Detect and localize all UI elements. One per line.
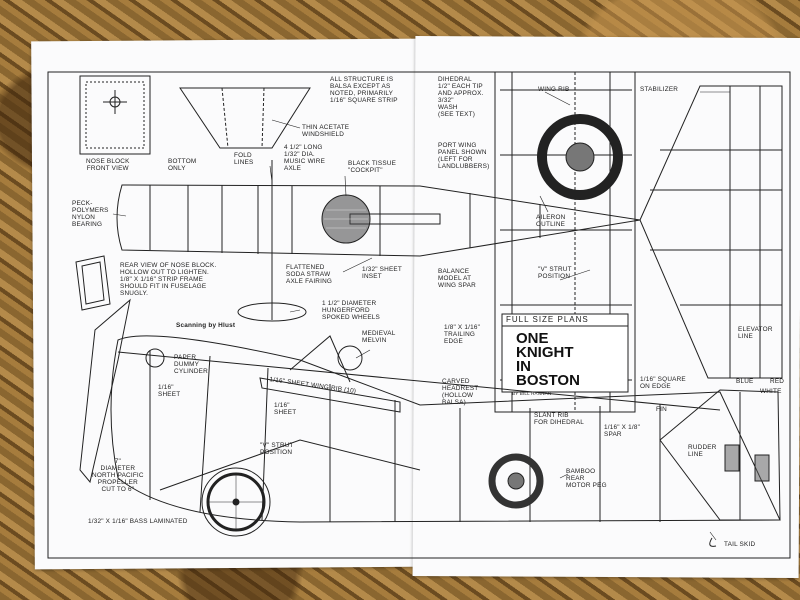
label-black-tissue: BLACK TISSUE "COCKPIT" xyxy=(348,160,397,174)
label-spar: 1/16" x 1/8" SPAR xyxy=(604,424,641,438)
nose-block-rear-view xyxy=(75,255,111,311)
title-author: BY BILL HANNAN xyxy=(512,391,552,396)
windshield-drawing xyxy=(179,87,311,149)
label-v-strut: "V" STRUT POSITION xyxy=(538,266,572,280)
label-slant-rib: SLANT RIB FOR DIHEDRAL xyxy=(534,412,584,426)
fuselage-top-view xyxy=(116,160,641,320)
label-soda-straw: FLATTENED SODA STRAW AXLE FAIRING xyxy=(286,264,333,285)
title-box xyxy=(501,313,629,393)
label-bamboo: BAMBOO REAR MOTOR PEG xyxy=(566,468,607,489)
label-tail-skid: TAIL SKID xyxy=(724,541,756,548)
wing-roundel-outer xyxy=(537,114,623,200)
title-banner: FULL SIZE PLANS xyxy=(506,315,589,324)
label-dihedral: DIHEDRAL 1/2" EACH TIP AND APPROX. 3/32"… xyxy=(438,76,484,118)
label-balance: BALANCE MODEL AT WING SPAR xyxy=(438,268,476,289)
label-fin: FIN xyxy=(656,406,667,413)
paper-dummy-cylinder xyxy=(145,348,165,368)
fuselage-roundel-center xyxy=(507,472,525,490)
label-port-wing: PORT WING PANEL SHOWN (LEFT FOR LANDLUBB… xyxy=(438,142,490,170)
propeller-blade xyxy=(79,298,131,484)
wheel-side-view xyxy=(201,467,271,537)
label-credit: Scanning by Hlust xyxy=(176,322,236,329)
wheel-top-view xyxy=(237,302,307,322)
title-line-2: KNIGHT xyxy=(516,344,574,361)
pilot-head xyxy=(337,345,363,371)
label-blue: BLUE xyxy=(736,378,754,385)
nose-block-front-view xyxy=(79,75,151,155)
label-music-wire: 4 1/2" LONG 1/32" DIA. MUSIC WIRE AXLE xyxy=(284,144,326,172)
label-all-structure: ALL STRUCTURE IS BALSA EXCEPT AS NOTED, … xyxy=(330,76,398,104)
label-v-strut-2: "V" STRUT POSITION xyxy=(260,442,294,456)
plan-border xyxy=(47,71,791,559)
label-rear-view: REAR VIEW OF NOSE BLOCK. HOLLOW OUT TO L… xyxy=(120,262,217,297)
label-elevator: ELEVATOR LINE xyxy=(738,326,773,340)
fuselage-side-view xyxy=(110,335,781,523)
label-white: WHITE xyxy=(760,388,782,395)
label-bass: 1/32" x 1/16" BASS LAMINATED xyxy=(88,518,188,525)
label-medieval: MEDIEVAL MELVIN xyxy=(362,330,396,344)
label-propeller: 7" DIAMETER NORTH PACIFIC PROPELLER CUT … xyxy=(92,458,144,493)
label-paper-dummy: PAPER DUMMY CYLINDER xyxy=(174,354,208,375)
label-fold-lines: FOLD LINES xyxy=(234,152,254,166)
title-line-1: ONE xyxy=(516,330,549,347)
title-line-4: BOSTON xyxy=(516,372,580,389)
label-bottom-only: BOTTOM ONLY xyxy=(168,158,197,172)
label-aileron: AILERON OUTLINE xyxy=(536,214,566,228)
label-sheet-116: 1/16" SHEET xyxy=(158,384,181,398)
label-red: RED xyxy=(770,378,785,385)
title-line-3: IN xyxy=(516,358,531,375)
tail-fin xyxy=(659,389,781,521)
stabilizer-plan xyxy=(639,85,783,379)
wing-roundel-center xyxy=(565,142,595,172)
label-sheet-inset: 1/32" SHEET INSET xyxy=(362,266,402,280)
label-trailing-edge: 1/8" x 1/16" TRAILING EDGE xyxy=(444,324,481,345)
label-stabilizer: STABILIZER xyxy=(640,86,679,93)
label-acetate: THIN ACETATE WINDSHIELD xyxy=(302,124,350,138)
label-nose-block: NOSE BLOCK FRONT VIEW xyxy=(86,158,130,172)
label-square-edge: 1/16" SQUARE ON EDGE xyxy=(640,376,686,390)
fuselage-roundel-outer xyxy=(488,453,544,509)
label-rudder: RUDDER LINE xyxy=(688,444,717,458)
tail-skid-drawing xyxy=(709,537,717,547)
label-peck: PECK- POLYMERS NYLON BEARING xyxy=(72,200,109,228)
label-wing-rib: WING RIB xyxy=(538,86,570,93)
label-sheet-116b: 1/16" SHEET xyxy=(274,402,297,416)
label-wheels: 1 1/2" DIAMETER HUNGERFORD SPOKED WHEELS xyxy=(322,300,380,321)
label-carved: CARVED HEADREST (HOLLOW BALSA) xyxy=(442,378,479,406)
